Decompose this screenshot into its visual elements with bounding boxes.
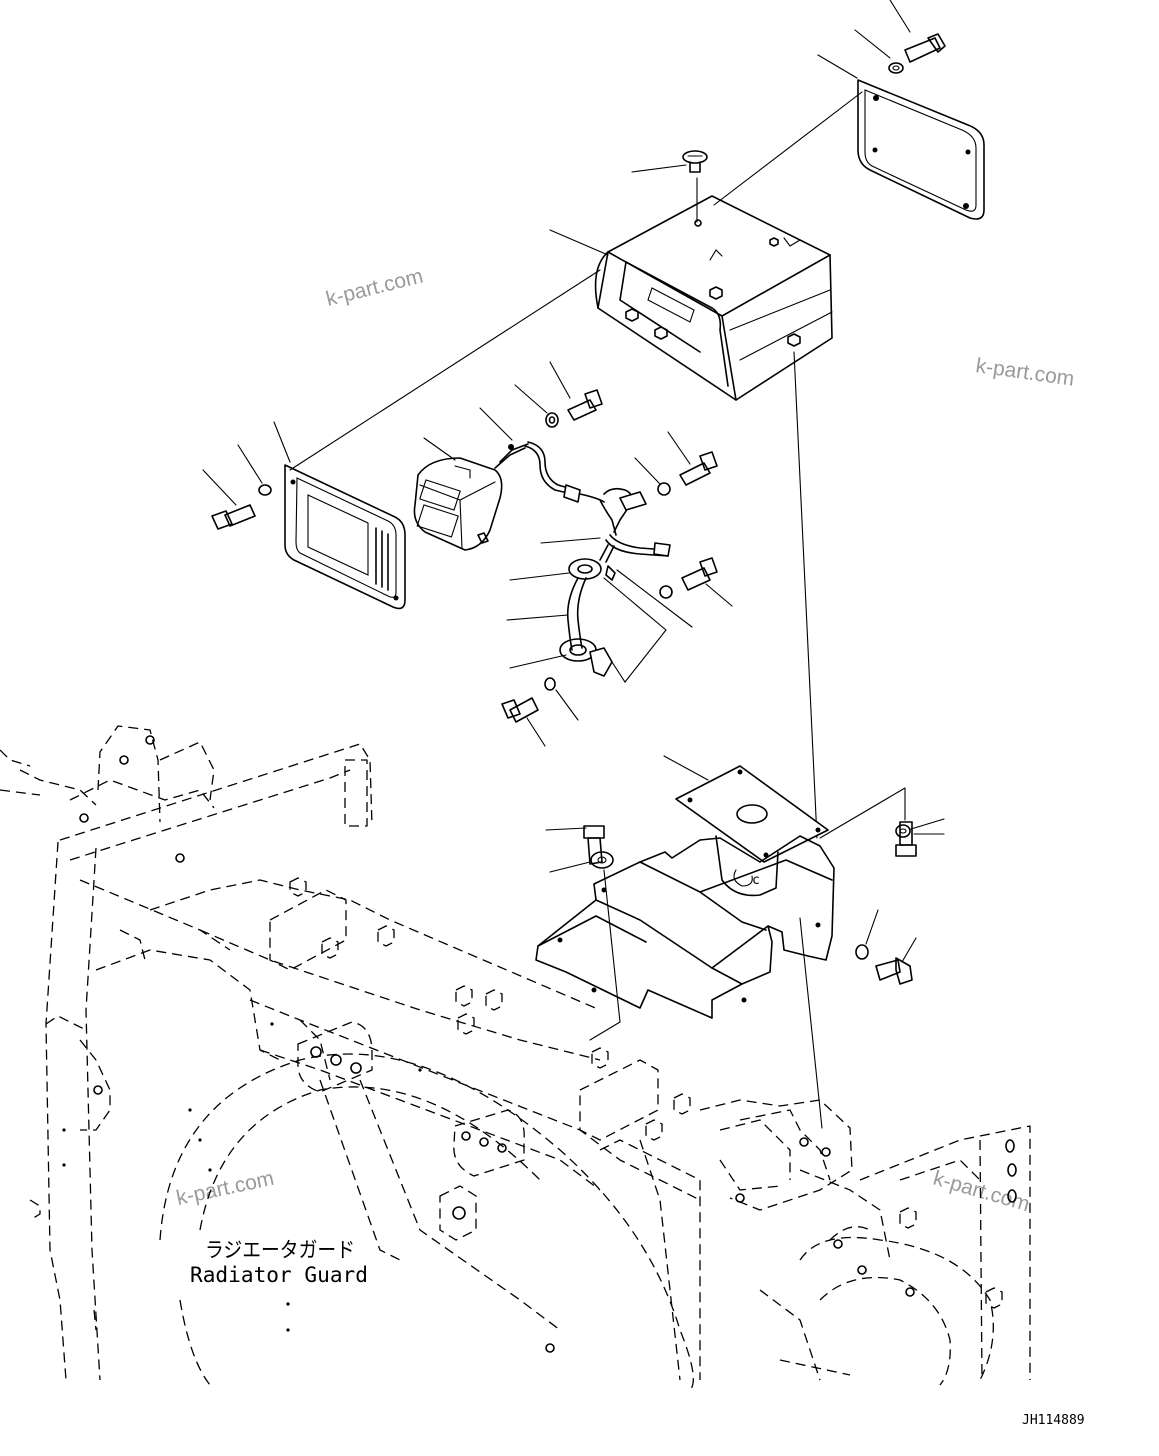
assembly-line: [603, 869, 621, 1023]
radiator-guard-frame: [0, 725, 1031, 1391]
leader-line: [237, 444, 263, 484]
bolt-harness-4: [501, 677, 556, 723]
assembly-line: [793, 351, 818, 839]
screw-top: [682, 150, 708, 173]
leader-line: [616, 569, 693, 628]
leader-line: [423, 437, 456, 461]
work-lamp: [413, 457, 503, 551]
leader-line: [273, 421, 291, 463]
leader-line: [540, 537, 601, 544]
leader-line: [910, 818, 945, 830]
bolt-left-bracket: [583, 825, 614, 869]
leader-line: [202, 469, 237, 506]
radiator-guard-label-jp: ラジエータガード: [205, 1238, 355, 1262]
leader-line: [509, 572, 570, 581]
leader-line: [603, 577, 667, 631]
rotated-label-mark: c: [752, 873, 760, 888]
leader-line: [506, 614, 569, 621]
leader-line: [545, 827, 587, 831]
bolt-right-2: [855, 944, 913, 985]
watermark-3: k-part.com: [174, 1167, 276, 1210]
mount-plate: [675, 765, 829, 863]
leader-line: [549, 229, 609, 256]
leader-line: [509, 654, 567, 669]
leader-line: [549, 861, 591, 873]
drawing-code: JH114889: [1022, 1413, 1085, 1428]
leader-line: [854, 29, 891, 59]
leader-line: [634, 457, 661, 485]
leader-line: [514, 384, 548, 414]
assembly-line: [589, 1021, 621, 1041]
wire-harness: [494, 412, 671, 677]
leader-line: [705, 583, 733, 607]
assembly-line: [799, 917, 823, 1129]
cover-plate: [857, 79, 985, 220]
leader-line: [479, 407, 513, 441]
watermark-1: k-part.com: [324, 265, 426, 311]
assembly-line: [289, 269, 601, 471]
bolt-harness-3: [659, 557, 718, 599]
leader-line: [889, 0, 911, 33]
leader-line: [817, 54, 858, 79]
leader-line: [549, 361, 571, 399]
radiator-guard-label-en: Radiator Guard: [190, 1263, 368, 1287]
watermark-4: k-part.com: [931, 1167, 1033, 1216]
bolt-harness-2: [657, 451, 718, 496]
watermark-2: k-part.com: [974, 354, 1075, 391]
leader-line: [611, 629, 667, 683]
washer-right-1: [895, 824, 911, 838]
leader-line: [865, 909, 879, 945]
assembly-line: [713, 91, 863, 206]
leader-line: [819, 787, 906, 839]
bolt-top-right: [888, 33, 946, 74]
lamp-bracket: c: [535, 835, 835, 1019]
lamp-cover-box: [594, 195, 833, 401]
leader-line: [901, 937, 917, 963]
leader-line: [555, 689, 579, 721]
leader-line: [526, 717, 546, 747]
leader-line: [663, 755, 709, 781]
bolt-guard: [211, 484, 272, 530]
leader-line: [631, 164, 687, 173]
bolt-right-1: [895, 821, 917, 857]
lamp-guard: [284, 464, 406, 610]
leader-line: [667, 431, 691, 465]
bolt-harness-1: [567, 389, 603, 421]
